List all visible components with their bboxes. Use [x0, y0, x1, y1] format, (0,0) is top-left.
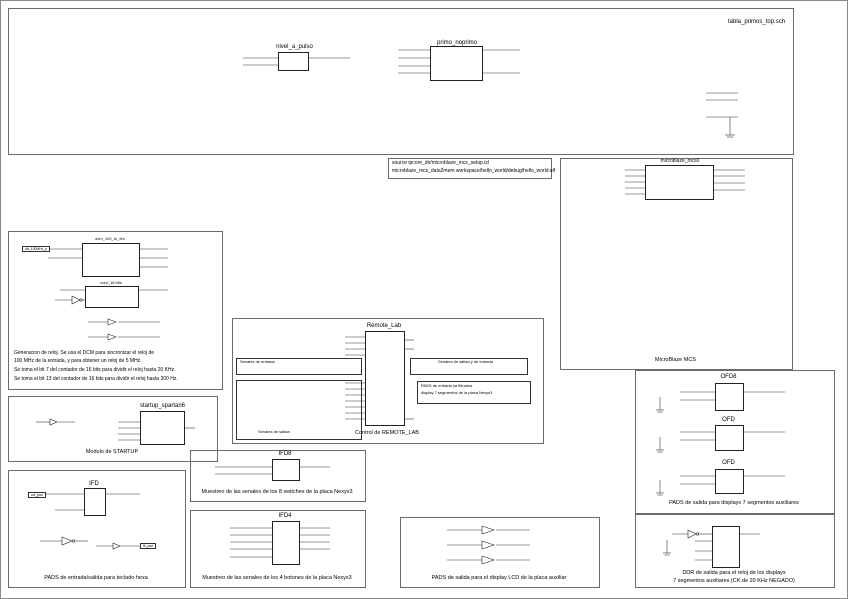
startup-block — [140, 411, 185, 445]
nivel-a-pulso-block — [278, 52, 309, 71]
source-line-1: source ipcore_dir/microblaze_mcs_setup.t… — [392, 160, 490, 166]
remote-io-box — [410, 358, 528, 375]
remote-caption: Control de REMOTE_LAB — [355, 430, 419, 436]
switches-section — [190, 450, 366, 502]
clock-section — [8, 231, 223, 390]
remote-out-box — [236, 380, 362, 440]
primo-noprimo-title: primo_noprimo — [436, 40, 478, 46]
ifd4-block — [272, 521, 300, 565]
pads7seg-section — [635, 370, 835, 514]
microblaze-block — [645, 165, 714, 200]
remote-in-label: Senales de entrada — [240, 359, 275, 364]
remote-block-title: Remote_Lab — [366, 323, 402, 329]
remote-pads-label-1: PADS de entrada ya filtrados — [421, 383, 473, 388]
nivel-a-pulso-title: nivel_a_pulso — [276, 44, 313, 50]
keyboard-pads-section — [8, 470, 186, 588]
keyboard-ifd-title: IFD — [89, 481, 99, 487]
remote-in-box — [236, 358, 362, 375]
lcd-caption: PADS de salida para el display LCD de la… — [431, 575, 567, 581]
clock-caption-4: Se toma el bit 13 del contador de 16 bit… — [14, 376, 178, 382]
source-note-box — [388, 158, 552, 179]
ofd8-title: OFD8 — [720, 374, 737, 380]
remote-io-label: Senales de salida y de entrada — [438, 359, 493, 364]
remote-section — [232, 318, 544, 444]
microblaze-section — [560, 158, 793, 370]
ifd8-block — [272, 459, 300, 481]
buttons-section — [190, 510, 366, 588]
ifd4-title: IFD4 — [278, 513, 292, 519]
microblaze-caption: MicroBlaze MCS — [655, 357, 696, 363]
remote-block — [365, 331, 405, 426]
ofd1-title: OFD — [722, 417, 735, 423]
ifd8-title: IFD8 — [278, 451, 292, 457]
remote-out-label: Senales de salida — [258, 429, 290, 434]
dcm-title: dcm_100_to_5m — [95, 236, 125, 241]
ofd1-block — [715, 425, 744, 451]
ofd8-block — [715, 383, 744, 411]
counter-title: cont_16 bits — [100, 280, 122, 285]
ddr-caption-2: 7 segmentos auxiliares (CK de 20 KHz NEG… — [673, 578, 795, 584]
dcm-block — [82, 243, 140, 277]
kbd-in-label: col_pad — [28, 492, 46, 498]
top-sheet-frame — [8, 8, 794, 155]
startup-section — [8, 396, 218, 462]
sheet-name: tabla_primos_top.sch — [728, 19, 786, 25]
ddr-section — [635, 514, 835, 588]
keyboard-pads-caption: PADS de entrada/salida para teclado hexa — [44, 575, 148, 581]
startup-caption: Modulo de STARTUP — [85, 449, 139, 455]
ddr-block — [712, 526, 740, 568]
buttons-caption: Muestreo de las senales de los 4 botones… — [202, 575, 352, 581]
kbd-out-label: fil_pad — [140, 543, 156, 549]
clk-in-label: clk_100MHz_p — [22, 246, 50, 252]
remote-pads-box — [417, 381, 531, 404]
switches-caption: Muestreo de las senales de los 8 switche… — [201, 489, 353, 495]
remote-pads-label-2: display 7 segmentos de la placa Nexys3 — [421, 390, 493, 395]
primo-noprimo-block — [430, 46, 483, 81]
source-line-2: microblaze_mcs_data2mem workspace/hello_… — [392, 168, 556, 174]
pads7seg-caption: PADS de salida para displays 7 segmentos… — [669, 500, 799, 506]
ofd2-block — [715, 469, 744, 494]
ofd2-title: OFD — [722, 460, 735, 466]
ddr-caption-1: DDR de salida para el reloj de los displ… — [682, 570, 786, 576]
clock-caption-2: 100 MHz de la entrada, y para obtener un… — [14, 358, 142, 364]
counter-block — [85, 286, 139, 308]
clock-caption-1: Generacion de reloj. Se usa el DCM para … — [14, 350, 155, 356]
lcd-section — [400, 517, 600, 588]
keyboard-ifd-block — [84, 488, 106, 516]
clock-caption-3: Se toma el bit 7 del contador de 16 bits… — [14, 367, 176, 373]
microblaze-block-title: microblaze_mcs0 — [660, 158, 700, 164]
startup-block-title: startup_spartan6 — [139, 403, 186, 409]
